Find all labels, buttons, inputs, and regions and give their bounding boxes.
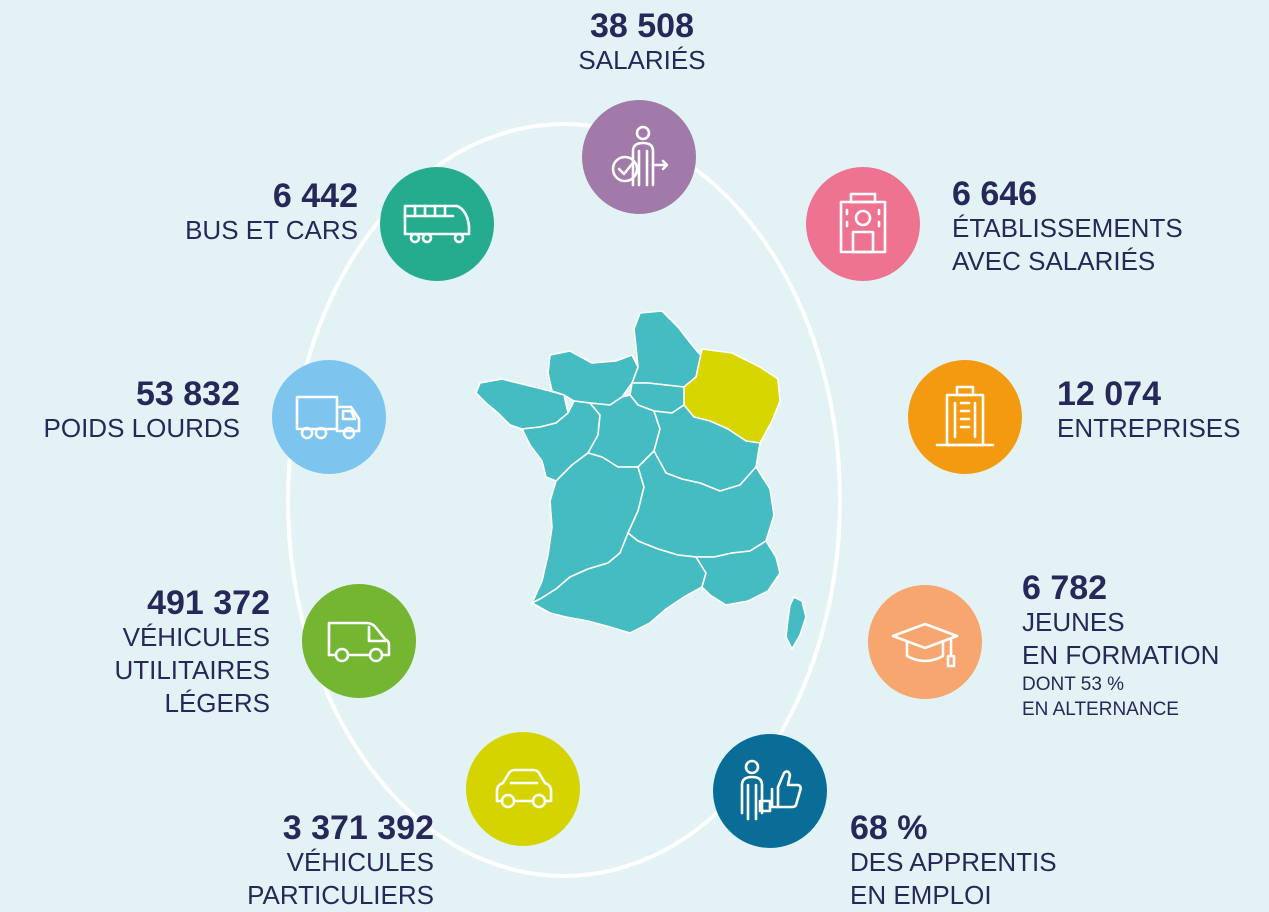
- stat-entreprises-value: 12 074: [1057, 375, 1161, 413]
- bubble-particuliers: [466, 732, 580, 846]
- stat-etablissements-label-2: AVEC SALARIÉS: [952, 246, 1156, 276]
- truck-icon: [295, 395, 361, 440]
- bubble-utilitaires: [302, 584, 416, 698]
- bubble-etablissements: [806, 167, 920, 281]
- stat-particuliers: 3 371 392 VÉHICULES PARTICULIERS: [222, 810, 434, 912]
- bubble-salaries: [582, 100, 696, 214]
- stat-jeunes: 6 782 JEUNES EN FORMATION DONT 53 % EN A…: [1022, 570, 1262, 722]
- stat-jeunes-label-1: JEUNES: [1022, 607, 1125, 637]
- stat-poids-lourds-label: POIDS LOURDS: [43, 413, 241, 443]
- building-icon: [839, 192, 887, 254]
- car-icon: [495, 768, 553, 809]
- stat-poids-lourds: 53 832 POIDS LOURDS: [0, 375, 241, 445]
- office-tower-icon: [935, 385, 995, 447]
- region-corse: [785, 596, 807, 650]
- stat-poids-lourds-value: 53 832: [136, 375, 240, 413]
- bus-icon: [403, 204, 471, 244]
- worker-thumbs-up-icon: [740, 759, 802, 821]
- stat-etablissements-label-1: ÉTABLISSEMENTS: [952, 213, 1183, 243]
- bubble-apprentis: [713, 734, 827, 848]
- stat-entreprises: 12 074 ENTREPRISES: [1057, 376, 1262, 445]
- france-map: [475, 310, 807, 650]
- stat-particuliers-value: 3 371 392: [282, 809, 434, 847]
- stat-apprentis-value: 68 %: [850, 809, 928, 847]
- stat-utilitaires: 491 372 VÉHICULES UTILITAIRES LÉGERS: [100, 585, 270, 720]
- stat-apprentis-label-2: EN EMPLOI: [850, 880, 992, 910]
- stat-utilitaires-label-1: VÉHICULES: [122, 622, 270, 652]
- region-hauts-de-france: [631, 310, 703, 388]
- stat-salaries: 38 508 SALARIÉS: [540, 8, 744, 77]
- stat-jeunes-label-2: EN FORMATION: [1022, 640, 1220, 670]
- stat-entreprises-label: ENTREPRISES: [1057, 413, 1241, 443]
- stat-bus-label: BUS ET CARS: [185, 215, 358, 245]
- stat-particuliers-label-1: VÉHICULES: [286, 847, 434, 877]
- stat-jeunes-sub-2: EN ALTERNANCE: [1022, 699, 1179, 720]
- region-provence-alpes-cote-dazur: [695, 540, 781, 606]
- stat-apprentis-label-1: DES APPRENTIS: [850, 847, 1057, 877]
- technician-icon: [611, 125, 669, 187]
- stat-etablissements-value: 6 646: [952, 175, 1038, 213]
- stat-particuliers-label-2: PARTICULIERS: [247, 880, 434, 910]
- stat-utilitaires-label-2: UTILITAIRES: [114, 655, 270, 685]
- stat-bus: 6 442 BUS ET CARS: [120, 178, 358, 247]
- bubble-jeunes: [868, 585, 982, 699]
- van-icon: [327, 621, 391, 663]
- stat-etablissements: 6 646 ÉTABLISSEMENTS AVEC SALARIÉS: [952, 176, 1252, 278]
- stat-jeunes-sub-1: DONT 53 %: [1022, 674, 1125, 695]
- graduation-cap-icon: [891, 622, 959, 668]
- stat-utilitaires-value: 491 372: [147, 584, 270, 622]
- bubble-bus: [380, 167, 494, 281]
- stat-salaries-label: SALARIÉS: [578, 45, 706, 75]
- stat-salaries-value: 38 508: [590, 7, 694, 45]
- stat-bus-value: 6 442: [272, 177, 358, 215]
- stat-apprentis: 68 % DES APPRENTIS EN EMPLOI: [850, 810, 1110, 912]
- stat-utilitaires-label-3: LÉGERS: [164, 688, 271, 718]
- bubble-entreprises: [908, 360, 1022, 474]
- bubble-poids-lourds: [272, 360, 386, 474]
- ring-outline: [286, 122, 842, 878]
- stat-jeunes-value: 6 782: [1022, 569, 1108, 607]
